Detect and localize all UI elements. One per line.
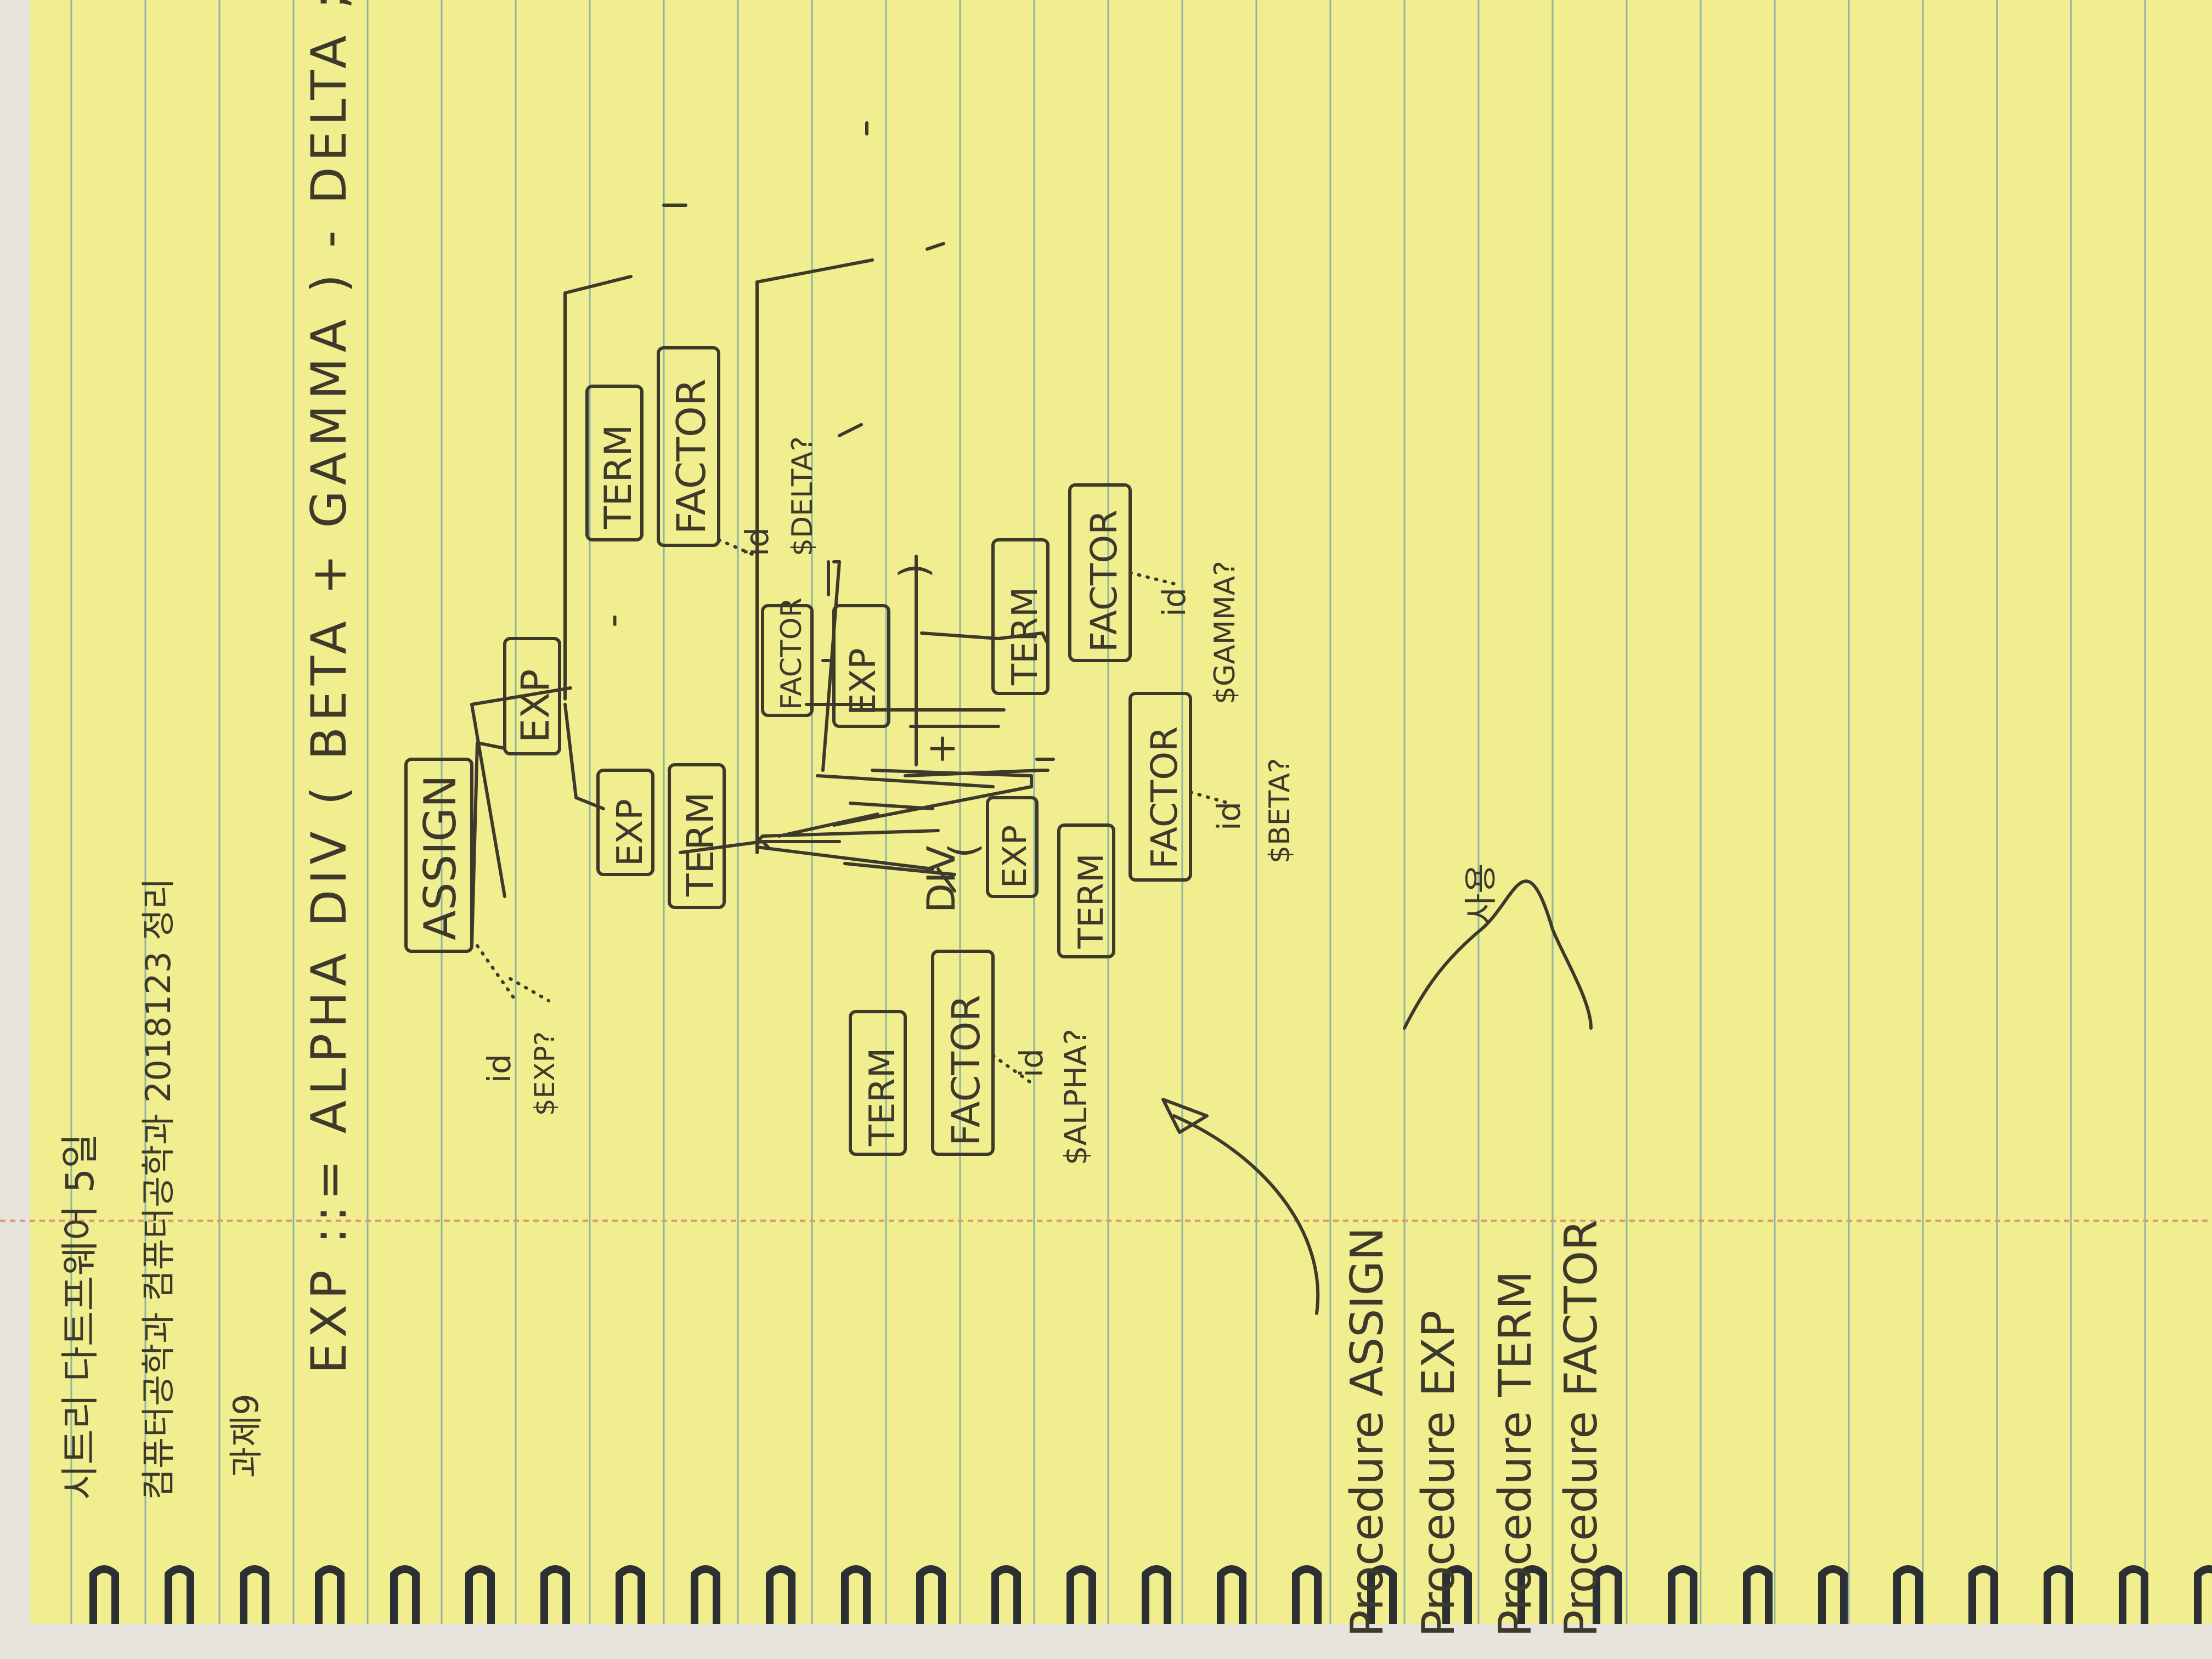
token-exp: $EXP?: [529, 1031, 561, 1116]
header-line2: 컴퓨터공학과 컴퓨터공학과 2018123 정리: [138, 878, 178, 1500]
id-alpha: id: [1013, 1048, 1050, 1077]
procedure-exp: Procedure EXP: [1413, 1310, 1465, 1637]
node-factor-beta: FACTOR: [1128, 692, 1192, 882]
svg-text:FACTOR: FACTOR: [1143, 726, 1186, 869]
spiral-ring: [991, 1565, 1021, 1624]
header-label: 과제9: [226, 1393, 266, 1478]
div-token: DIV: [919, 845, 964, 913]
lparen-token: (: [941, 843, 986, 858]
svg-text:TERM: TERM: [862, 1048, 903, 1147]
id-gamma: id: [1155, 588, 1193, 617]
node-exp-inner: EXP: [832, 604, 890, 728]
spiral-ring: [1442, 1565, 1472, 1624]
token-alpha: $ALPHA?: [1058, 1029, 1094, 1165]
token-beta: $BETA?: [1263, 758, 1296, 864]
node-exp-root: EXP: [503, 637, 561, 755]
token-links: [476, 538, 1231, 1085]
svg-text:FACTOR: FACTOR: [1083, 510, 1125, 652]
terminal-labels: - DIV ( ) + id $EXP? id $ALPHA? id $BETA…: [481, 436, 1296, 1165]
svg-text:TERM: TERM: [1071, 853, 1111, 949]
svg-text:FACTOR: FACTOR: [668, 379, 714, 534]
token-delta: $DELTA?: [786, 436, 819, 556]
spiral-ring: [465, 1565, 495, 1624]
procedure-list: Procedure ASSIGN Procedure EXP Procedure…: [1161, 864, 1607, 1637]
procedure-note: 사용: [1462, 864, 1500, 924]
arrow-head: [1161, 1098, 1209, 1134]
node-term-right: TERM: [585, 385, 644, 541]
spiral-ring: [766, 1565, 795, 1624]
spiral-binding: [89, 1565, 2212, 1624]
node-factor-right: FACTOR: [657, 346, 720, 547]
spiral-ring: [1968, 1565, 1998, 1624]
grammar-rule: EXP ::= ALPHA DIV ( BETA + GAMMA ) - DEL…: [301, 0, 357, 1374]
spiral-ring: [916, 1565, 946, 1624]
id-delta: id: [738, 527, 776, 556]
spiral-ring: [2044, 1565, 2073, 1624]
header-line1: 시트리 다트프웨어 5일: [58, 1133, 103, 1500]
svg-text:FACTOR: FACTOR: [775, 597, 808, 710]
node-factor-alpha: FACTOR: [931, 950, 995, 1156]
spiral-ring: [1142, 1565, 1171, 1624]
node-term-beta: TERM: [1057, 823, 1115, 958]
spiral-ring: [1668, 1565, 1697, 1624]
spiral-ring: [2119, 1565, 2148, 1624]
id-exp: id: [481, 1054, 518, 1083]
spiral-ring: [1292, 1565, 1322, 1624]
spiral-ring: [89, 1565, 119, 1624]
spiral-ring: [315, 1565, 345, 1624]
spiral-ring: [1517, 1565, 1547, 1624]
spiral-ring: [1893, 1565, 1923, 1624]
spiral-ring: [390, 1565, 420, 1624]
spiral-ring: [165, 1565, 194, 1624]
svg-text:EXP: EXP: [996, 825, 1034, 888]
node-factor-paren: FACTOR: [761, 597, 814, 717]
arrow-line: [1172, 1114, 1320, 1315]
spiral-ring: [1217, 1565, 1246, 1624]
spiral-ring: [540, 1565, 570, 1624]
spiral-ring: [691, 1565, 720, 1624]
rparen-token: ): [891, 563, 936, 578]
svg-text:ASSIGN: ASSIGN: [415, 775, 466, 940]
token-gamma: $GAMMA?: [1209, 561, 1242, 704]
parse-tree-nodes: ASSIGN EXP EXP TERM FACTOR TERM: [404, 346, 1192, 1156]
spiral-ring: [841, 1565, 871, 1624]
plus-token: +: [919, 732, 964, 765]
spiral-ring: [1818, 1565, 1848, 1624]
svg-text:TERM: TERM: [679, 792, 723, 897]
parse-tree-edges: [470, 121, 1055, 947]
procedure-term: Procedure TERM: [1489, 1271, 1542, 1637]
paper-sheet: [30, 0, 2212, 1624]
svg-text:TERM: TERM: [597, 425, 640, 529]
svg-text:TERM: TERM: [1005, 587, 1046, 686]
spiral-ring: [616, 1565, 645, 1624]
node-term-gamma: TERM: [991, 538, 1049, 695]
svg-text:EXP: EXP: [610, 799, 651, 866]
spiral-ring: [1593, 1565, 1622, 1624]
curly-brace: [1403, 879, 1593, 1030]
spiral-ring: [1066, 1565, 1096, 1624]
notebook-content: 시트리 다트프웨어 5일 컴퓨터공학과 컴퓨터공학과 2018123 정리 과제…: [58, 0, 1607, 1637]
node-exp-beta: EXP: [986, 796, 1039, 898]
spiral-ring: [1743, 1565, 1773, 1624]
svg-text:EXP: EXP: [513, 669, 558, 743]
spiral-ring: [1367, 1565, 1397, 1624]
node-term-alpha: TERM: [849, 1010, 907, 1156]
svg-text:FACTOR: FACTOR: [944, 995, 989, 1146]
node-term-mid: TERM: [668, 763, 726, 909]
spiral-ring: [240, 1565, 269, 1624]
svg-text:EXP: EXP: [843, 648, 884, 715]
id-beta: id: [1210, 802, 1248, 831]
node-exp-left: EXP: [596, 769, 654, 876]
spiral-ring: [2194, 1565, 2212, 1624]
minus-sign: -: [590, 614, 635, 628]
procedure-factor: Procedure FACTOR: [1555, 1220, 1607, 1637]
procedure-assign: Procedure ASSIGN: [1341, 1227, 1393, 1637]
ruled-lines: [70, 0, 2146, 1624]
node-assign: ASSIGN: [404, 758, 473, 953]
